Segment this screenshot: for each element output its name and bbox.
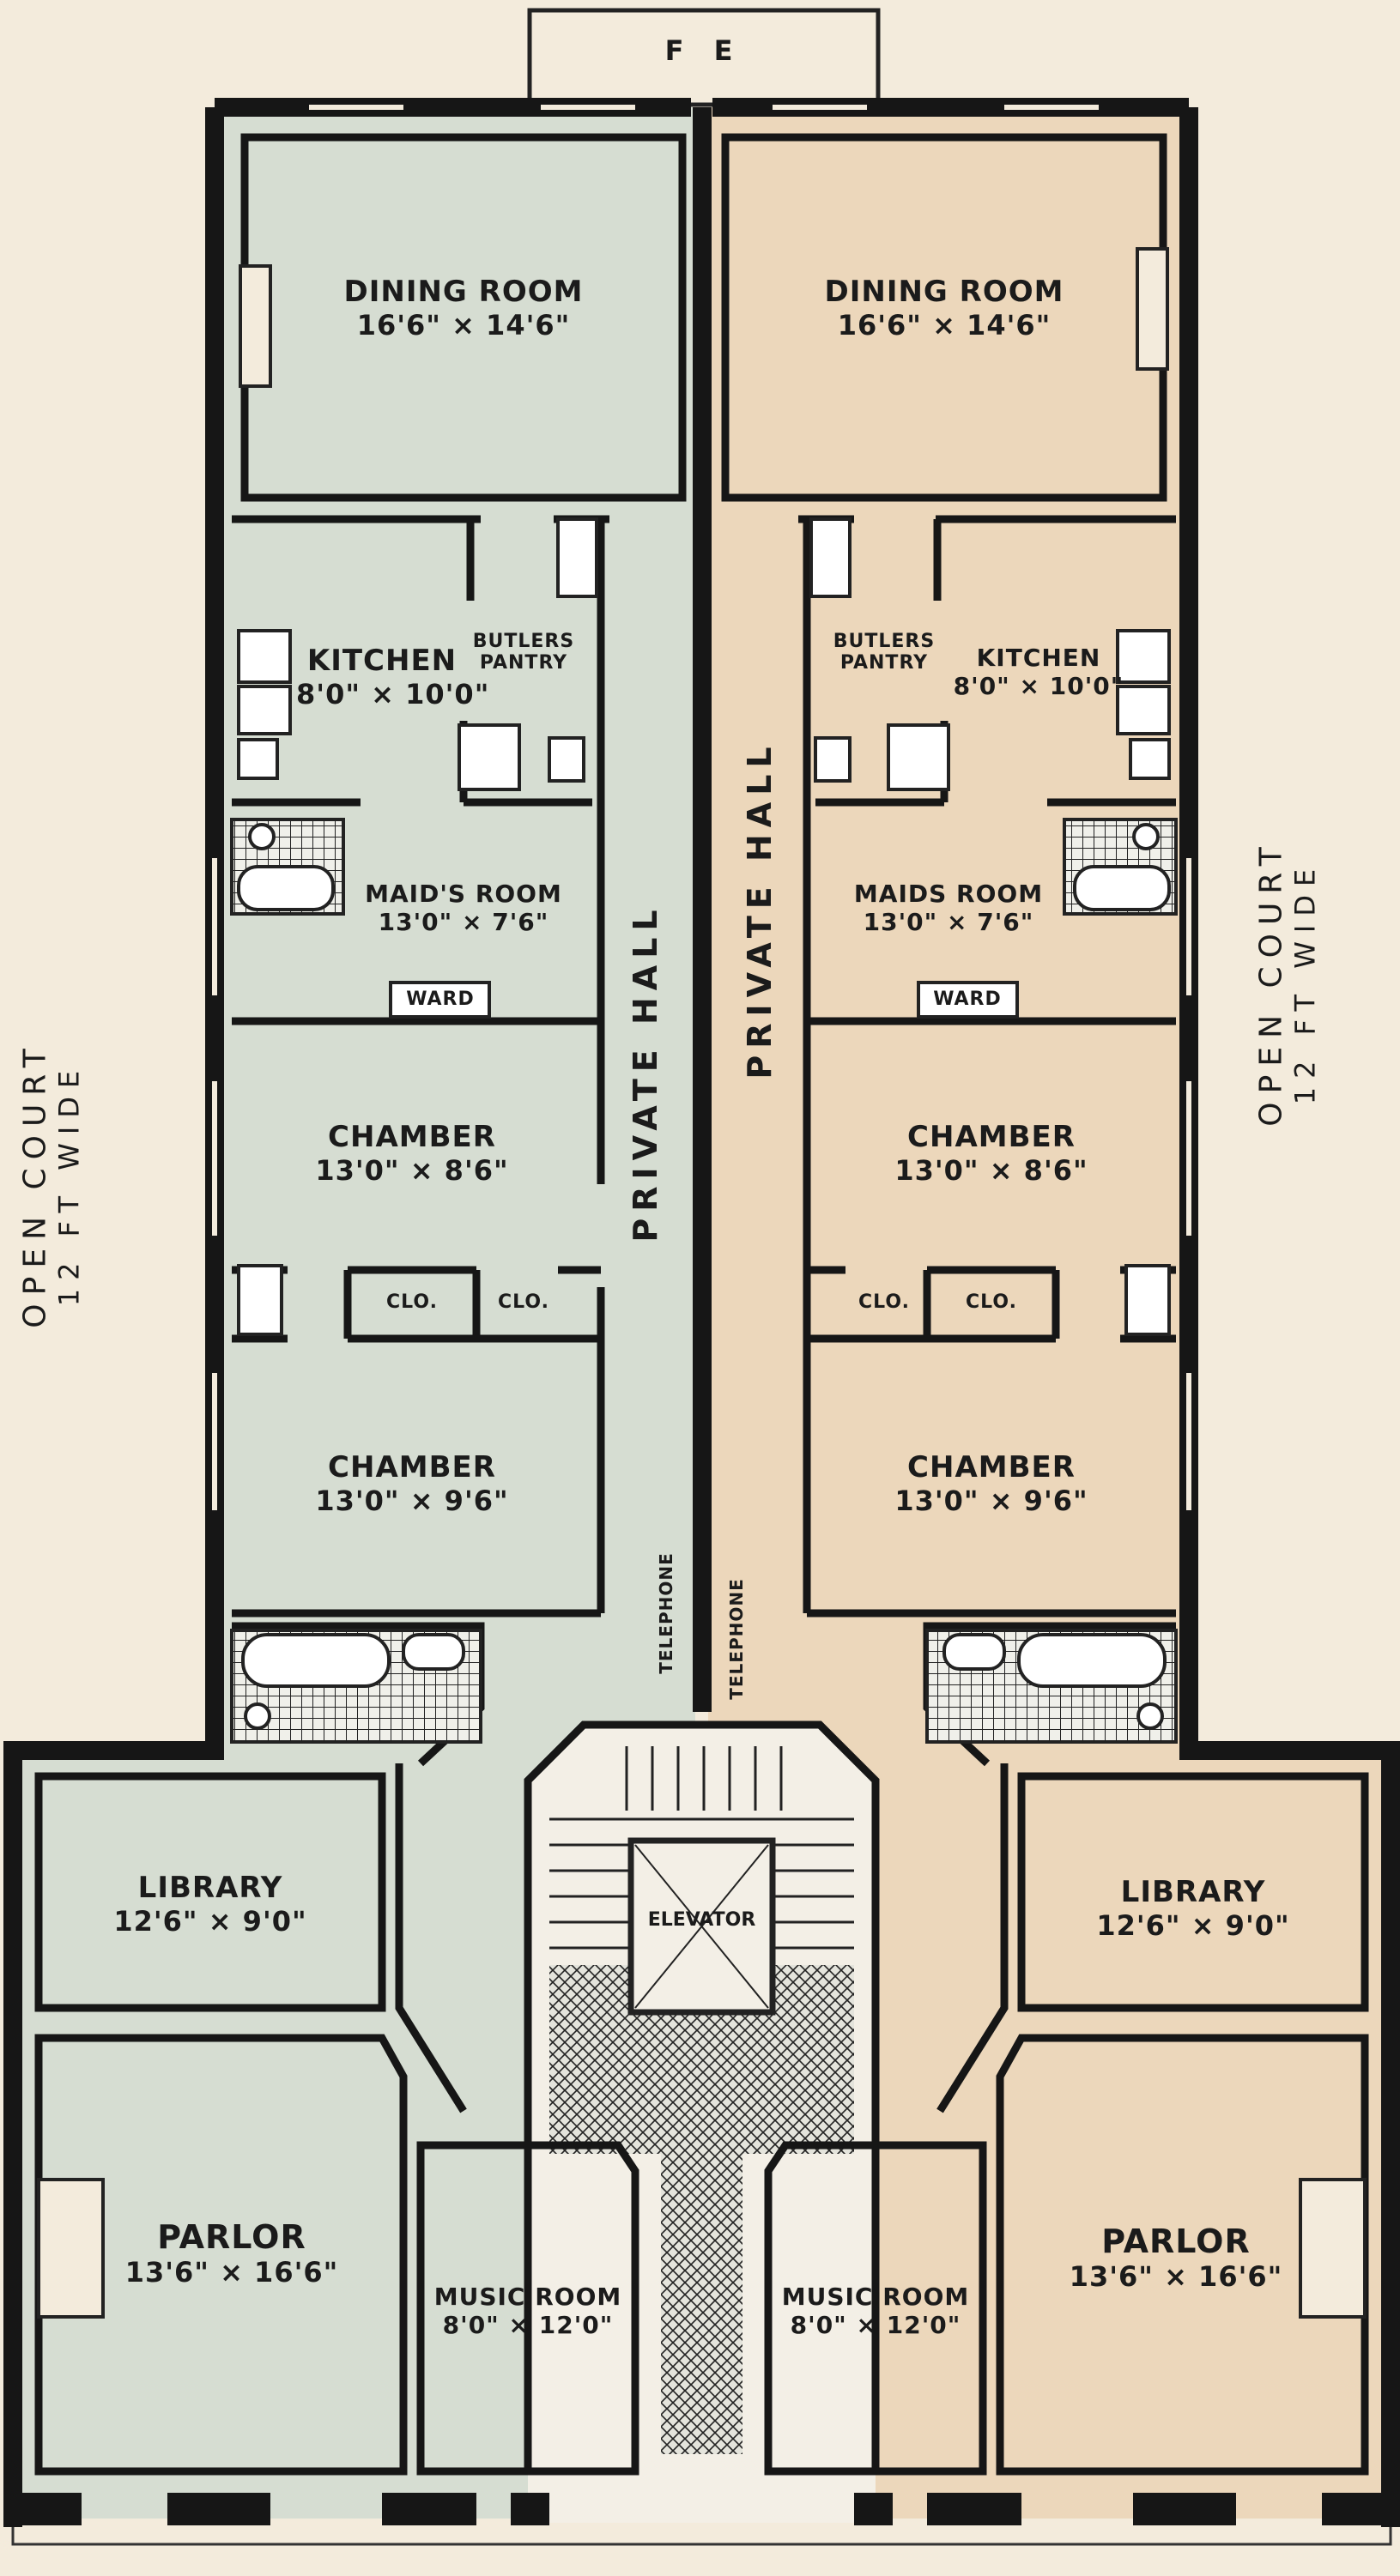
- right-closet2-label: CLO.: [966, 1291, 1017, 1313]
- left-closet2-label: CLO.: [498, 1291, 549, 1313]
- right-ward-label: WARD: [933, 989, 1002, 1010]
- left-pantry-label: BUTLERS PANTRY: [468, 631, 579, 674]
- right-dining-room-name: DINING ROOM: [824, 275, 1064, 309]
- left-chamber2-dim: 13'0" × 9'6": [315, 1485, 509, 1517]
- right-library-label: LIBRARY 12'6" × 9'0": [1064, 1875, 1322, 1942]
- left-kitchen-name: KITCHEN: [306, 644, 458, 678]
- right-library-dim: 12'6" × 9'0": [1096, 1909, 1290, 1942]
- left-court-line1: OPEN COURT: [17, 1040, 53, 1328]
- right-dining-room-label: DINING ROOM 16'6" × 14'6": [773, 275, 1116, 342]
- right-private-hall-label: PRIVATE HALL: [741, 740, 779, 1079]
- right-maids-room-name: MAIDS ROOM: [853, 880, 1044, 908]
- left-court-line2: 12 FT WIDE: [52, 1061, 86, 1307]
- right-chamber2-label: CHAMBER 13'0" × 9'6": [863, 1450, 1120, 1517]
- right-pantry-line2: PANTRY: [839, 652, 929, 674]
- left-kitchen-label: KITCHEN 8'0" × 10'0": [296, 644, 490, 711]
- left-chamber2-label: CHAMBER 13'0" × 9'6": [283, 1450, 541, 1517]
- right-court-line2: 12 FT WIDE: [1288, 860, 1322, 1105]
- right-court-label: OPEN COURT 12 FT WIDE: [1254, 838, 1322, 1126]
- left-chamber2-name: CHAMBER: [328, 1450, 496, 1485]
- left-dining-room-dim: 16'6" × 14'6": [356, 309, 571, 342]
- elevator: [627, 1837, 776, 2016]
- right-closet1-label: CLO.: [858, 1291, 910, 1313]
- right-maids-room-dim: 13'0" × 7'6": [863, 908, 1034, 936]
- right-music-room-dim: 8'0" × 12'0": [790, 2311, 961, 2339]
- left-chamber1-name: CHAMBER: [328, 1120, 496, 1154]
- right-court-line1: OPEN COURT: [1253, 838, 1289, 1127]
- right-parlor-name: PARLOR: [1101, 2222, 1251, 2260]
- right-library-name: LIBRARY: [1120, 1875, 1266, 1909]
- left-music-room-label: MUSIC ROOM 8'0" × 12'0": [425, 2283, 631, 2339]
- right-pantry-line1: BUTLERS: [833, 631, 936, 652]
- left-chamber1-label: CHAMBER 13'0" × 8'6": [283, 1120, 541, 1187]
- right-parlor-label: PARLOR 13'6" × 16'6": [1047, 2222, 1305, 2293]
- left-music-room-dim: 8'0" × 12'0": [442, 2311, 614, 2339]
- left-music-room-name: MUSIC ROOM: [433, 2283, 622, 2311]
- left-parlor-name: PARLOR: [157, 2218, 306, 2256]
- left-maids-room-dim: 13'0" × 7'6": [378, 908, 549, 936]
- left-telephone-label: TELEPHONE: [656, 1552, 676, 1674]
- left-library-label: LIBRARY 12'6" × 9'0": [82, 1871, 339, 1938]
- left-ward-label: WARD: [406, 989, 475, 1010]
- left-kitchen-dim: 8'0" × 10'0": [296, 678, 490, 711]
- left-chamber1-dim: 13'0" × 8'6": [315, 1154, 509, 1187]
- right-music-room-label: MUSIC ROOM 8'0" × 12'0": [773, 2283, 979, 2339]
- left-library-name: LIBRARY: [137, 1871, 283, 1905]
- fire-escape-label: F E: [664, 34, 743, 67]
- right-dining-room-dim: 16'6" × 14'6": [837, 309, 1052, 342]
- right-kitchen-name: KITCHEN: [976, 644, 1101, 672]
- left-dining-room-label: DINING ROOM 16'6" × 14'6": [292, 275, 635, 342]
- right-maids-room-label: MAIDS ROOM 13'0" × 7'6": [820, 880, 1077, 936]
- left-library-dim: 12'6" × 9'0": [113, 1905, 307, 1938]
- right-chamber1-name: CHAMBER: [907, 1120, 1076, 1154]
- left-parlor-dim: 13'6" × 16'6": [124, 2256, 339, 2289]
- right-chamber1-label: CHAMBER 13'0" × 8'6": [863, 1120, 1120, 1187]
- left-closet1-label: CLO.: [386, 1291, 438, 1313]
- left-pantry-line2: PANTRY: [479, 652, 568, 674]
- left-maids-room-label: MAID'S ROOM 13'0" × 7'6": [335, 880, 592, 936]
- left-pantry-line1: BUTLERS: [472, 631, 575, 652]
- right-kitchen-dim: 8'0" × 10'0": [953, 672, 1124, 700]
- right-chamber1-dim: 13'0" × 8'6": [894, 1154, 1088, 1187]
- left-maids-room-name: MAID'S ROOM: [365, 880, 562, 908]
- left-apartment: [13, 107, 695, 2519]
- right-chamber2-name: CHAMBER: [907, 1450, 1076, 1485]
- right-parlor-dim: 13'6" × 16'6": [1069, 2260, 1283, 2293]
- left-private-hall-label: PRIVATE HALL: [627, 903, 664, 1243]
- right-kitchen-label: KITCHEN 8'0" × 10'0": [953, 644, 1124, 700]
- right-apartment: [708, 107, 1391, 2519]
- left-parlor-label: PARLOR 13'6" × 16'6": [103, 2218, 361, 2289]
- right-chamber2-dim: 13'0" × 9'6": [894, 1485, 1088, 1517]
- left-dining-room-name: DINING ROOM: [343, 275, 584, 309]
- elevator-label: ELEVATOR: [647, 1909, 756, 1931]
- fire-escape-box: [527, 8, 881, 107]
- right-pantry-label: BUTLERS PANTRY: [828, 631, 940, 674]
- right-music-room-name: MUSIC ROOM: [781, 2283, 970, 2311]
- left-court-label: OPEN COURT 12 FT WIDE: [18, 1040, 86, 1327]
- right-telephone-label: TELEPHONE: [726, 1578, 747, 1700]
